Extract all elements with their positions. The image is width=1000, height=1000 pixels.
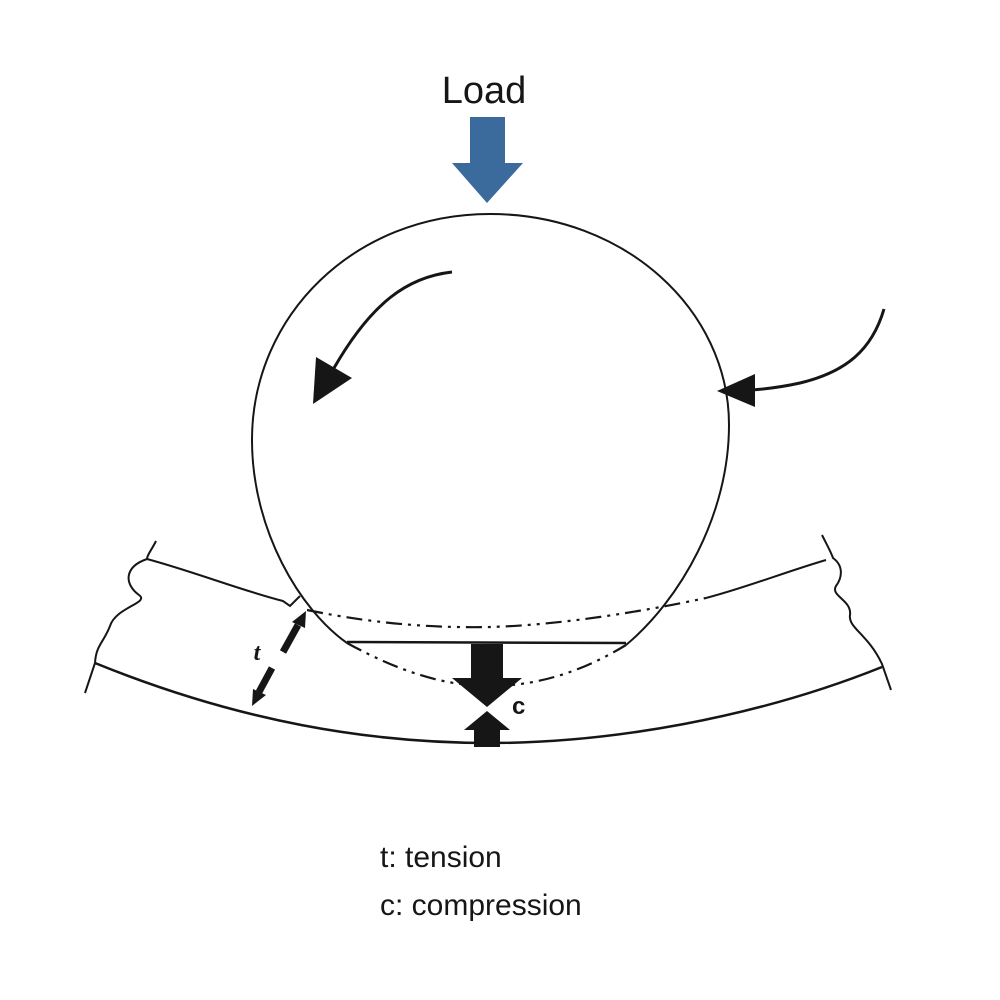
roller-undeformed-dashdot bbox=[346, 642, 627, 688]
left-break-line bbox=[84, 540, 157, 694]
plate-top-surface-right bbox=[705, 559, 827, 599]
tension-symbol-label: t bbox=[254, 640, 262, 666]
tension-arrow-lower-head-icon bbox=[252, 689, 266, 706]
roller-rotation-arrow bbox=[332, 270, 453, 369]
legend-compression: c: compression bbox=[380, 889, 582, 922]
plate-surface-dashdot bbox=[306, 596, 707, 629]
legend-tension: t: tension bbox=[380, 841, 502, 874]
right-break-line bbox=[821, 534, 892, 691]
tension-arrow-lower-shaft bbox=[255, 666, 276, 694]
roller-rotation-arrowhead-icon bbox=[313, 357, 352, 404]
contact-flat-line bbox=[346, 640, 627, 645]
load-label: Load bbox=[442, 70, 527, 112]
tension-arrow-upper-head-icon bbox=[292, 611, 306, 628]
incoming-direction-arrowhead-icon bbox=[717, 374, 755, 407]
compression-arrow-up-icon bbox=[464, 711, 510, 747]
compression-arrow-down-icon bbox=[452, 644, 522, 707]
incoming-direction-arrow bbox=[751, 308, 886, 392]
compression-symbol-label: c bbox=[512, 693, 525, 720]
plate-top-surface-left bbox=[146, 558, 301, 608]
roller-circle bbox=[250, 212, 731, 646]
tension-arrow-upper-shaft bbox=[279, 623, 302, 654]
load-arrow-icon bbox=[452, 117, 523, 203]
